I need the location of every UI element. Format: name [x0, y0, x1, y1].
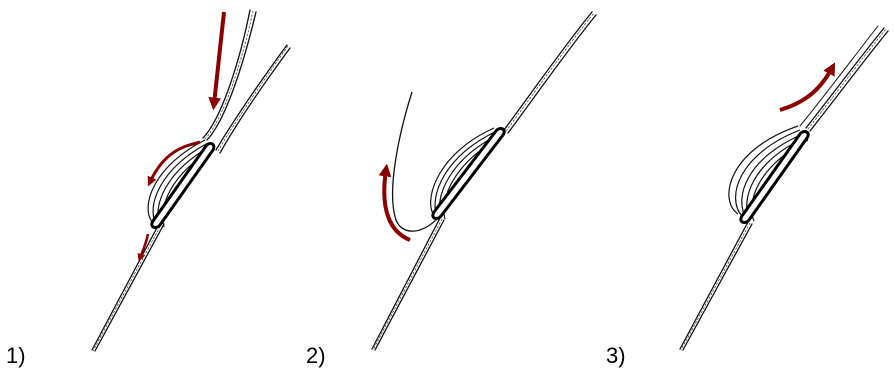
step-2-tag-loop	[391, 91, 444, 232]
step-1-main-line-upper	[215, 44, 291, 154]
step-2-illustration	[371, 11, 597, 351]
step-1-arrow-curve-left	[147, 140, 201, 187]
step-3-tag-line	[799, 25, 879, 127]
step-1-illustration	[91, 9, 291, 352]
step-1-tag-line	[202, 9, 257, 141]
step-3-main-line-upper	[805, 27, 889, 132]
step-1-label: 1)	[6, 343, 26, 368]
step-1-arrow-small-down	[137, 233, 150, 262]
step-2-arrow-curve-up	[378, 163, 411, 242]
step-1-arrow-down	[208, 11, 226, 111]
step-2-hook-shank	[431, 126, 506, 221]
step-3-main-line-lower	[679, 221, 753, 351]
step-1-main-line-lower	[91, 221, 165, 352]
step-2-main-line-lower	[371, 217, 445, 351]
step-3-illustration	[679, 25, 889, 351]
step-2-label: 2)	[306, 343, 326, 368]
step-3-label: 3)	[606, 343, 626, 368]
step-1-hook-shank	[150, 141, 216, 230]
step-2-main-line-upper	[503, 11, 597, 134]
step-3-arrow-curve-up	[779, 62, 836, 112]
step-3-hook-shank	[739, 129, 810, 225]
